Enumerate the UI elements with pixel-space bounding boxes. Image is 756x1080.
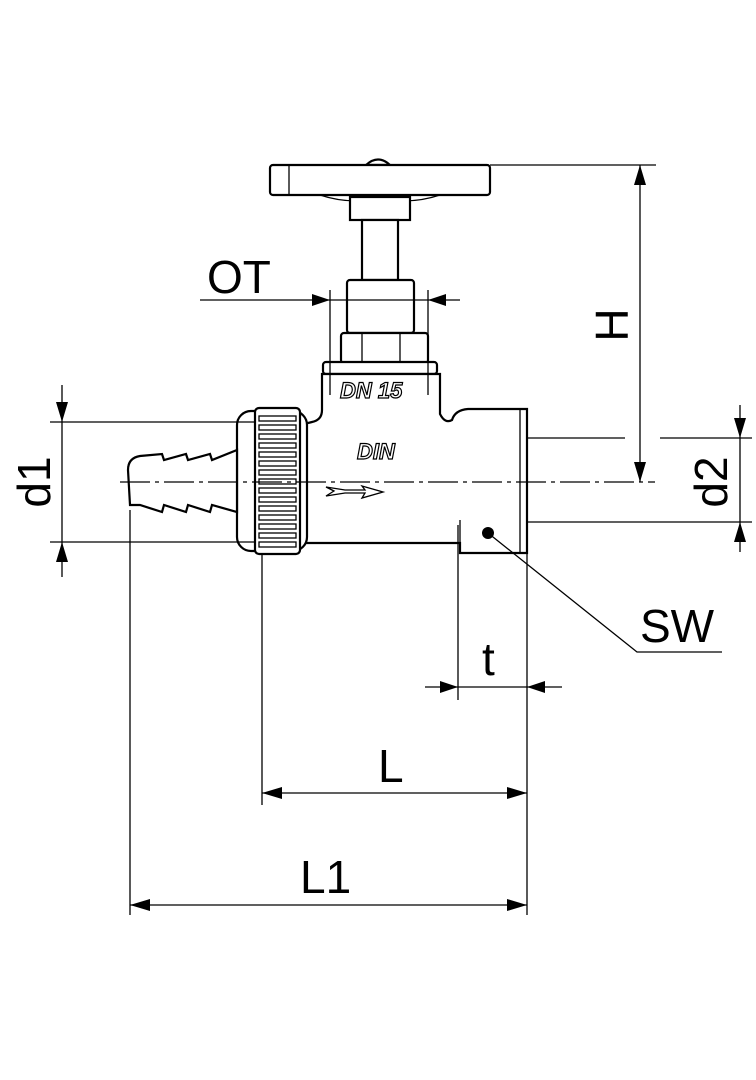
standard-marking: DIN <box>357 439 396 464</box>
l-label: L <box>378 740 404 792</box>
knurl-rib <box>258 487 297 494</box>
l1-label: L1 <box>300 851 351 903</box>
sw-label: SW <box>640 600 715 652</box>
dimension-t: t <box>425 525 562 915</box>
dimension-h: H <box>490 164 656 482</box>
knurl-rib <box>258 505 297 512</box>
dimension-l1: L1 <box>129 510 527 915</box>
dimension-sw: SW <box>487 532 722 653</box>
d2-label: d2 <box>685 456 737 507</box>
ot-label: OT <box>207 251 271 303</box>
knurl-rib <box>258 451 297 458</box>
knurl-rib <box>258 469 297 476</box>
flow-arrow-icon <box>325 484 386 500</box>
knurl-rib <box>258 496 297 503</box>
h-label: H <box>586 308 638 341</box>
dimension-d2: d2 <box>527 405 752 552</box>
dimension-l: L <box>261 553 527 805</box>
d1-label: d1 <box>8 456 60 507</box>
knurl-rib <box>258 442 297 449</box>
valve-stem <box>321 195 439 376</box>
knurl-rib <box>258 532 297 539</box>
size-marking: DN 15 <box>340 378 403 403</box>
dimension-d1: d1 <box>8 385 255 577</box>
knurl-rib <box>258 523 297 530</box>
knurl-rib <box>258 415 297 422</box>
valve-body: DN 15 DIN <box>302 372 529 555</box>
dimension-ot: OT <box>200 251 460 395</box>
knurl-rib <box>258 460 297 467</box>
hose-barb <box>126 448 239 514</box>
knurl-rib <box>258 433 297 440</box>
t-label: t <box>482 633 495 685</box>
union-nut <box>235 406 309 556</box>
knurl-rib <box>258 424 297 431</box>
knurl-rib <box>258 541 297 548</box>
knurl-rib <box>258 514 297 521</box>
handwheel <box>268 158 492 202</box>
